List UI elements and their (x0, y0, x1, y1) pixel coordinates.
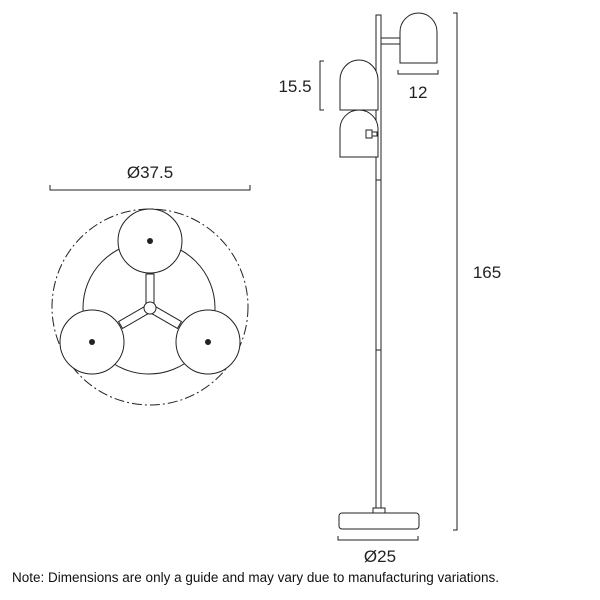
outer-footprint-circle (51, 208, 249, 406)
shade-upper (399, 12, 438, 64)
shade-middle (339, 59, 379, 111)
shade-width-label: 12 (409, 83, 428, 102)
hub (143, 301, 157, 315)
top-diameter-dimension-line (49, 185, 251, 191)
top-diameter-label: Ø37.5 (127, 163, 173, 182)
shade-lower (339, 109, 379, 158)
base (338, 512, 420, 530)
side-view: 12 15.5 165 Ø25 (278, 12, 501, 566)
base-diameter-dimension-line (337, 536, 419, 541)
base-diameter-label: Ø25 (364, 547, 396, 566)
shade-height-label: 15.5 (278, 77, 311, 96)
shade-height-dimension-line (319, 60, 324, 111)
arms (117, 273, 183, 330)
total-height-label: 165 (473, 263, 501, 282)
top-view: Ø37.5 (49, 163, 251, 406)
disclaimer-note: Note: Dimensions are only a guide and ma… (12, 570, 500, 585)
shade-width-dimension-line (397, 70, 439, 75)
arm-connector (380, 37, 402, 45)
total-height-dimension-line (453, 12, 458, 531)
